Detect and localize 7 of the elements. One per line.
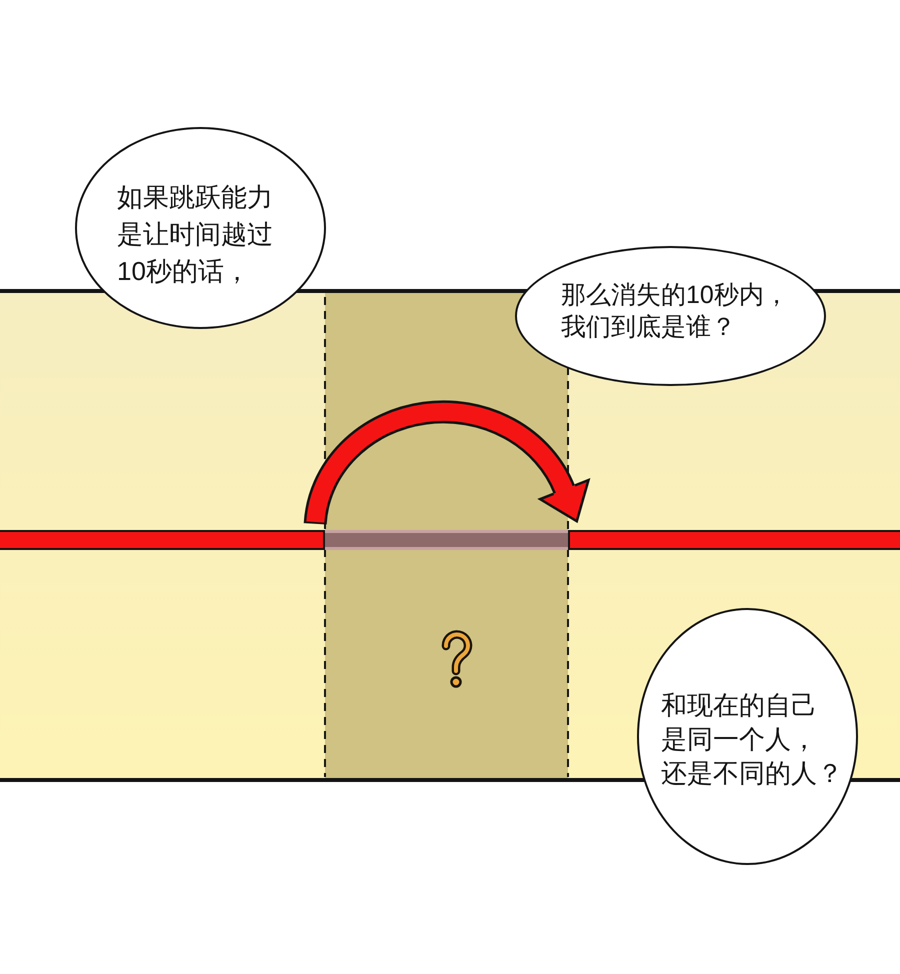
speech-text: 那么消失的10秒内，我们到底是谁？ (561, 280, 789, 343)
speech-text: 和现在的自己是同一个人，还是不同的人？ (661, 689, 843, 790)
timeline-bar (568, 530, 900, 550)
speech-text: 如果跳跃能力是让时间越过10秒的话， (117, 181, 273, 288)
curved-arrow (306, 403, 590, 524)
shaded-bar (325, 530, 568, 550)
timeline-bar (0, 530, 325, 550)
